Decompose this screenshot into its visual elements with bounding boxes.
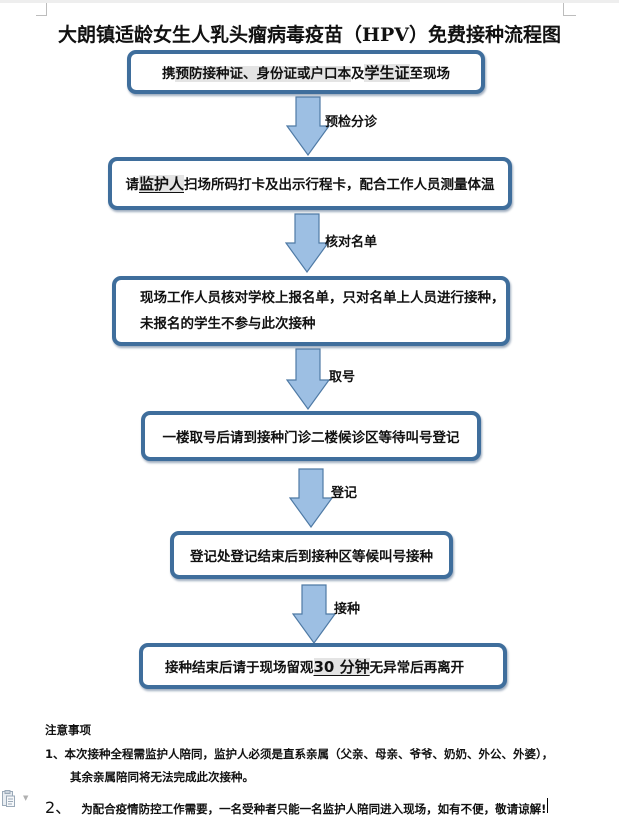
paste-options-icon[interactable] — [2, 790, 15, 807]
note-item-1-continuation: 其余亲属陪同将无法完成此次接种。 — [70, 770, 254, 784]
down-arrow-icon — [286, 96, 330, 156]
flow-step-6-text: 接种结束后请于现场留观30 分钟无异常后再离开 — [165, 656, 464, 677]
flow-step-1: 携预防接种证、身份证或户口本及学生证至现场 — [127, 50, 485, 94]
highlighted-text-segment: 预防接种证、身份证或户口本 — [175, 65, 351, 82]
chevron-down-icon[interactable]: ▼ — [23, 794, 29, 802]
arrow-label-triage: 预检分诊 — [325, 115, 378, 130]
flow-step-2: 请监护人扫场所码打卡及出示行程卡，配合工作人员测量体温 — [108, 157, 512, 210]
flow-step-2-text: 请监护人扫场所码打卡及出示行程卡，配合工作人员测量体温 — [125, 173, 495, 194]
note-number: 1、 — [45, 747, 65, 761]
page-corner-mark-top-left — [36, 3, 47, 16]
note-item-1: 1、本次接种全程需监护人陪同，监护人必须是直系亲属（父亲、母亲、爷爷、奶奶、外公… — [45, 746, 553, 762]
document-title: 大朗镇适龄女生人乳头瘤病毒疫苗（HPV）免费接种流程图 — [58, 24, 561, 46]
page-top-edge — [0, 0, 619, 3]
highlighted-text-segment: 学生证 — [364, 63, 410, 82]
text-segment: 至现场 — [409, 65, 451, 82]
arrow-label-verify-list: 核对名单 — [325, 235, 378, 250]
note-text: 为配合疫情防控工作需要，一名受种者只能一名监护人陪同进入现场，如有不便，敬请谅解… — [81, 802, 547, 816]
arrow-label-vaccinate: 接种 — [334, 602, 361, 617]
flow-step-5: 登记处登记结束后到接种区等候叫号接种 — [170, 531, 453, 579]
text-line: 未报名的学生不参与此次接种 — [140, 316, 316, 332]
text-segment: 请 — [125, 177, 139, 193]
down-arrow-icon — [285, 213, 329, 273]
flow-step-3-text: 现场工作人员核对学校上报名单，只对名单上人员进行接种， 未报名的学生不参与此次接… — [140, 285, 505, 337]
flow-step-4: 一楼取号后请到接种门诊二楼候诊区等待叫号登记 — [141, 411, 481, 461]
page-corner-mark-top-right — [563, 3, 576, 16]
note-number: 2、 — [45, 798, 72, 817]
flow-step-6: 接种结束后请于现场留观30 分钟无异常后再离开 — [139, 643, 507, 689]
down-arrow-icon — [286, 348, 330, 410]
text-segment: 扫场所码打卡及出示行程卡，配合工作人员测量体温 — [184, 177, 495, 193]
arrow-label-register: 登记 — [331, 486, 358, 501]
note-text: 本次接种全程需监护人陪同，监护人必须是直系亲属（父亲、母亲、爷爷、奶奶、外公、外… — [64, 747, 554, 761]
text-segment: 接种结束后请于现场留观 — [165, 659, 314, 676]
flow-step-3: 现场工作人员核对学校上报名单，只对名单上人员进行接种， 未报名的学生不参与此次接… — [112, 276, 510, 346]
notes-heading: 注意事项 — [45, 723, 91, 737]
flow-step-1-text: 携预防接种证、身份证或户口本及学生证至现场 — [162, 62, 450, 83]
arrow-label-take-number: 取号 — [329, 370, 356, 385]
paste-options-button[interactable]: ▼ — [2, 790, 28, 807]
text-segment: 无异常后再离开 — [369, 659, 465, 676]
text-line: 现场工作人员核对学校上报名单，只对名单上人员进行接种， — [140, 290, 505, 306]
highlighted-text-segment: 30 分钟 — [313, 657, 370, 676]
text-cursor — [547, 798, 549, 813]
flow-step-5-text: 登记处登记结束后到接种区等候叫号接种 — [190, 549, 433, 565]
note-item-2: 2、为配合疫情防控工作需要，一名受种者只能一名监护人陪同进入现场，如有不便，敬请… — [45, 794, 549, 818]
down-arrow-icon — [292, 584, 336, 644]
text-segment: 及 — [350, 65, 365, 82]
flow-step-4-text: 一楼取号后请到接种门诊二楼候诊区等待叫号登记 — [162, 430, 460, 446]
text-segment: 携 — [161, 65, 176, 82]
highlighted-text-segment: 监护人 — [138, 175, 184, 193]
down-arrow-icon — [289, 468, 333, 528]
